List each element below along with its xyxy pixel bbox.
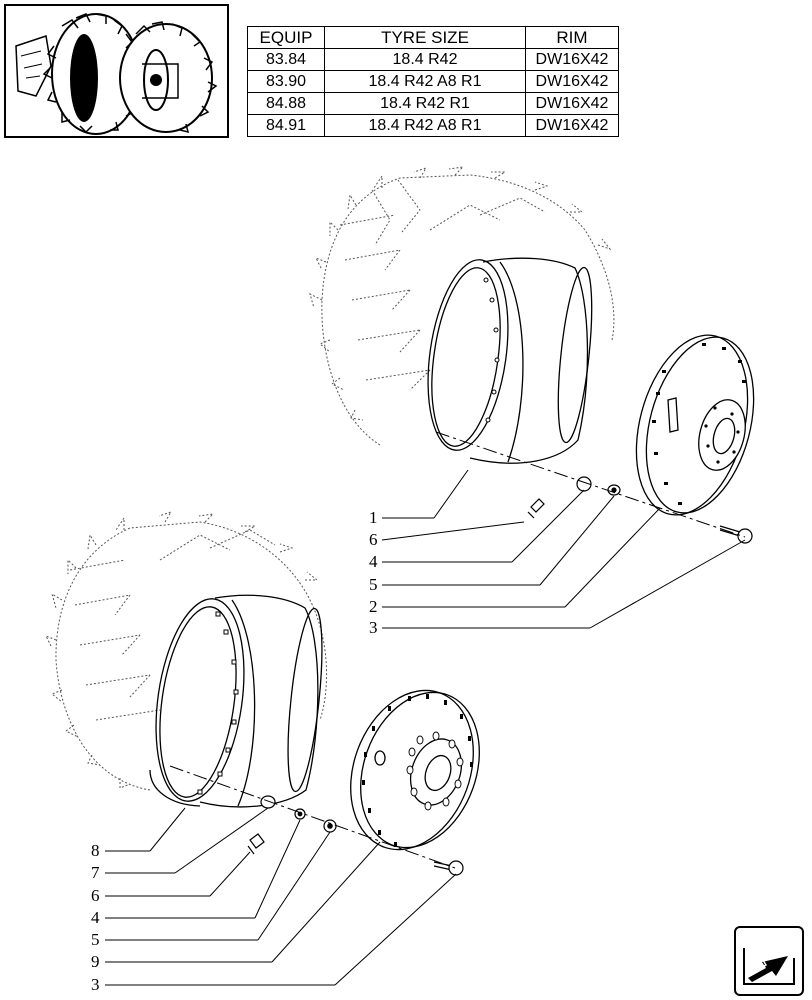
- callout-label: 6: [369, 530, 378, 549]
- upper-rim-bolt-holes: [483, 277, 500, 423]
- callout-label: 5: [369, 575, 378, 594]
- callout-label: 5: [91, 930, 100, 949]
- callout-label: 6: [91, 886, 100, 905]
- next-page-arrow-icon: [743, 948, 795, 985]
- tractor-thumbnail: [4, 4, 229, 138]
- table-row: 84.88 18.4 R42 R1 DW16X42: [247, 92, 619, 115]
- upper-wheel-disc: [635, 334, 755, 516]
- column-header-equip: EQUIP: [247, 26, 325, 49]
- equip-cell: 84.88: [247, 92, 325, 115]
- equip-cell: 84.91: [247, 114, 325, 137]
- callout-label: 3: [369, 618, 378, 637]
- tractor-rear-wheel-icon: [15, 13, 218, 135]
- equip-cell: 83.84: [247, 48, 325, 71]
- tyre-spec-table: EQUIP TYRE SIZE RIM 83.84 18.4 R42 DW16X…: [247, 26, 619, 137]
- lower-disc-slots: [362, 694, 473, 847]
- upper-tyre: [309, 166, 615, 446]
- callout-label: 4: [369, 552, 378, 571]
- lower-tyre: [44, 511, 328, 791]
- upper-fasteners: [527, 476, 753, 544]
- lower-fasteners: [247, 795, 464, 876]
- rim-cell: DW16X42: [525, 70, 619, 93]
- upper-axis-line: [435, 431, 746, 538]
- callout-label: 4: [91, 908, 100, 927]
- table-row: 84.91 18.4 R42 A8 R1 DW16X42: [247, 114, 619, 137]
- lower-axis-line: [169, 765, 456, 869]
- column-header-tyre-size: TYRE SIZE: [324, 26, 526, 49]
- tyre-size-cell: 18.4 R42 A8 R1: [324, 114, 526, 137]
- lower-disc-bolt-holes: [406, 731, 464, 811]
- lower-rim-bolt-holes: [197, 611, 239, 795]
- upper-callout-labels: 1 6 4 5 2 3: [369, 508, 378, 637]
- upper-leader-lines: [381, 469, 746, 629]
- tyre-size-cell: 18.4 R42: [324, 48, 526, 71]
- lower-wheel-disc: [350, 689, 480, 851]
- table-row: 83.84 18.4 R42 DW16X42: [247, 48, 619, 71]
- callout-label: 7: [91, 863, 100, 882]
- rim-cell: DW16X42: [525, 114, 619, 137]
- callout-label: 9: [91, 952, 100, 971]
- lower-callout-labels: 8 7 6 4 5 9 3: [91, 841, 100, 994]
- upper-disc-bolt-holes: [652, 343, 746, 505]
- lower-leader-lines: [105, 807, 457, 986]
- callout-label: 3: [91, 975, 100, 994]
- callout-label: 1: [369, 508, 378, 527]
- next-page-button[interactable]: [734, 926, 804, 996]
- callout-label: 2: [369, 597, 378, 616]
- rim-cell: DW16X42: [525, 48, 619, 71]
- upper-rim: [427, 257, 593, 464]
- callout-label: 8: [91, 841, 100, 860]
- lower-rim: [149, 594, 323, 808]
